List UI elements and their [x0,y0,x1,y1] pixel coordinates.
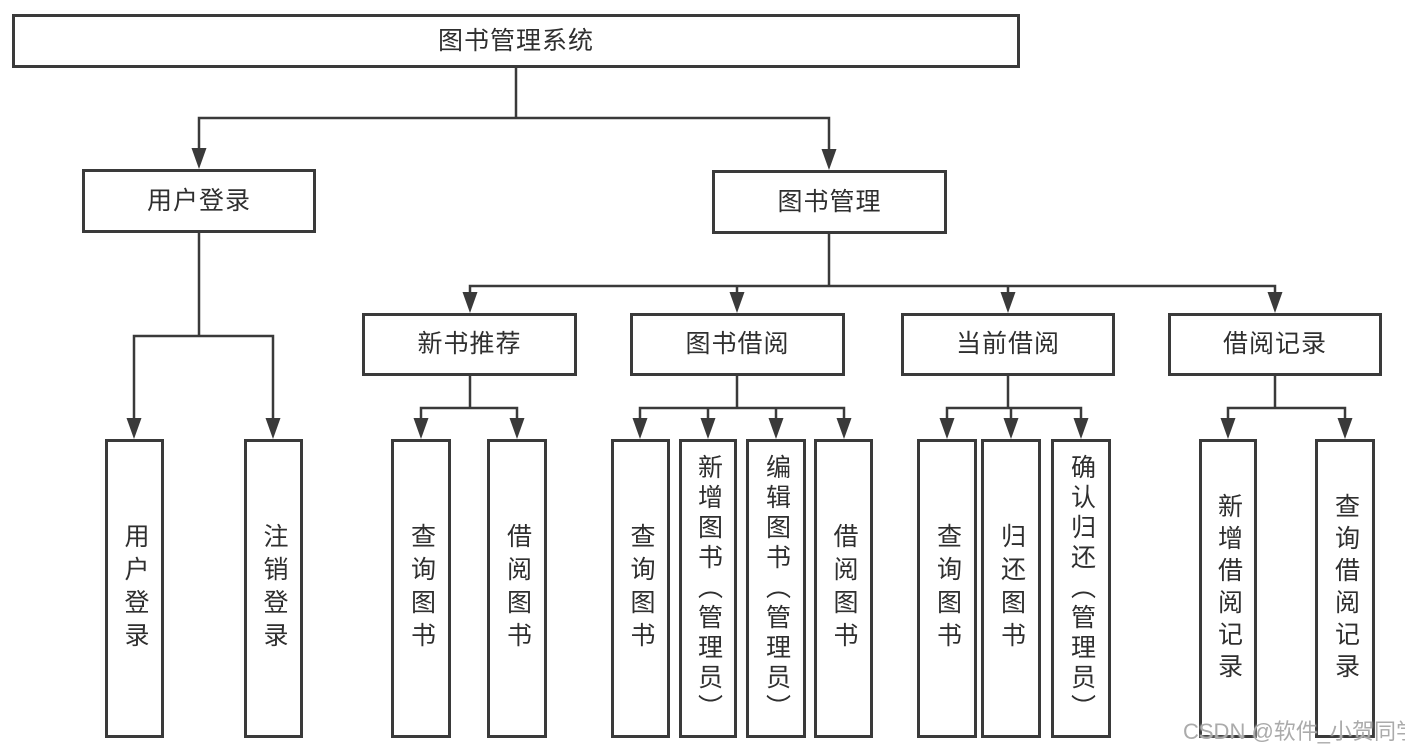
leaf-user-login: 用户登录 [105,439,164,738]
leaf-query-books-recommend: 查询图书 [391,439,451,738]
leaf-query-books-borrow-label: 查询图书 [627,522,655,655]
node-book-management-label: 图书管理 [777,187,882,216]
leaf-edit-books-admin-label: 编辑图书（管理员） [762,453,791,724]
leaf-query-books-borrow: 查询图书 [611,439,670,738]
leaf-add-books-admin: 新增图书（管理员） [679,439,737,738]
leaf-logout: 注销登录 [244,439,303,738]
leaf-borrow-books-borrow-label: 借阅图书 [830,522,858,655]
leaf-query-borrow-record: 查询借阅记录 [1315,439,1375,738]
leaf-user-login-label: 用户登录 [121,522,149,655]
leaf-borrow-books-recommend: 借阅图书 [487,439,547,738]
node-root: 图书管理系统 [12,14,1020,68]
connector-bookborrow-to-leaves [638,376,846,421]
watermark: CSDN @软件_小贺同学 [1183,719,1405,744]
node-new-book-recommend: 新书推荐 [362,313,577,376]
leaf-add-borrow-record-label: 新增借阅记录 [1214,492,1243,685]
node-book-borrowing: 图书借阅 [630,313,845,376]
node-borrowing-records-label: 借阅记录 [1222,330,1327,358]
leaf-query-books-current-label: 查询图书 [933,522,962,655]
connector-userlogin-to-leaves [132,233,275,421]
node-book-borrowing-label: 图书借阅 [685,330,790,358]
connector-root-to-level2 [197,68,831,151]
connector-newbookrec-to-leaves [419,376,519,421]
leaf-return-books-label: 归还图书 [997,522,1026,655]
node-current-borrowing-label: 当前借阅 [955,330,1060,358]
connector-borrowrecords-to-leaves [1226,376,1347,421]
connector-currentborrow-to-leaves [945,376,1083,421]
leaf-confirm-return-admin: 确认归还（管理员） [1051,439,1111,738]
leaf-borrow-books-recommend-label: 借阅图书 [503,522,532,655]
leaf-query-books-recommend-label: 查询图书 [407,522,436,655]
node-current-borrowing: 当前借阅 [901,313,1115,376]
node-borrowing-records: 借阅记录 [1168,313,1382,376]
node-user-login: 用户登录 [82,169,316,233]
leaf-add-borrow-record: 新增借阅记录 [1199,439,1257,738]
leaf-borrow-books-borrow: 借阅图书 [814,439,873,738]
node-new-book-recommend-label: 新书推荐 [417,330,522,358]
leaf-return-books: 归还图书 [981,439,1041,738]
node-user-login-label: 用户登录 [146,186,251,215]
leaf-logout-label: 注销登录 [260,522,288,655]
leaf-query-borrow-record-label: 查询借阅记录 [1331,492,1360,685]
leaf-edit-books-admin: 编辑图书（管理员） [746,439,806,738]
leaf-add-books-admin-label: 新增图书（管理员） [694,453,723,724]
connector-bookmgmt-to-level3 [468,234,1277,296]
leaf-confirm-return-admin-label: 确认归还（管理员） [1067,453,1096,724]
node-root-label: 图书管理系统 [437,26,594,55]
node-book-management: 图书管理 [712,170,947,234]
leaf-query-books-current: 查询图书 [917,439,977,738]
